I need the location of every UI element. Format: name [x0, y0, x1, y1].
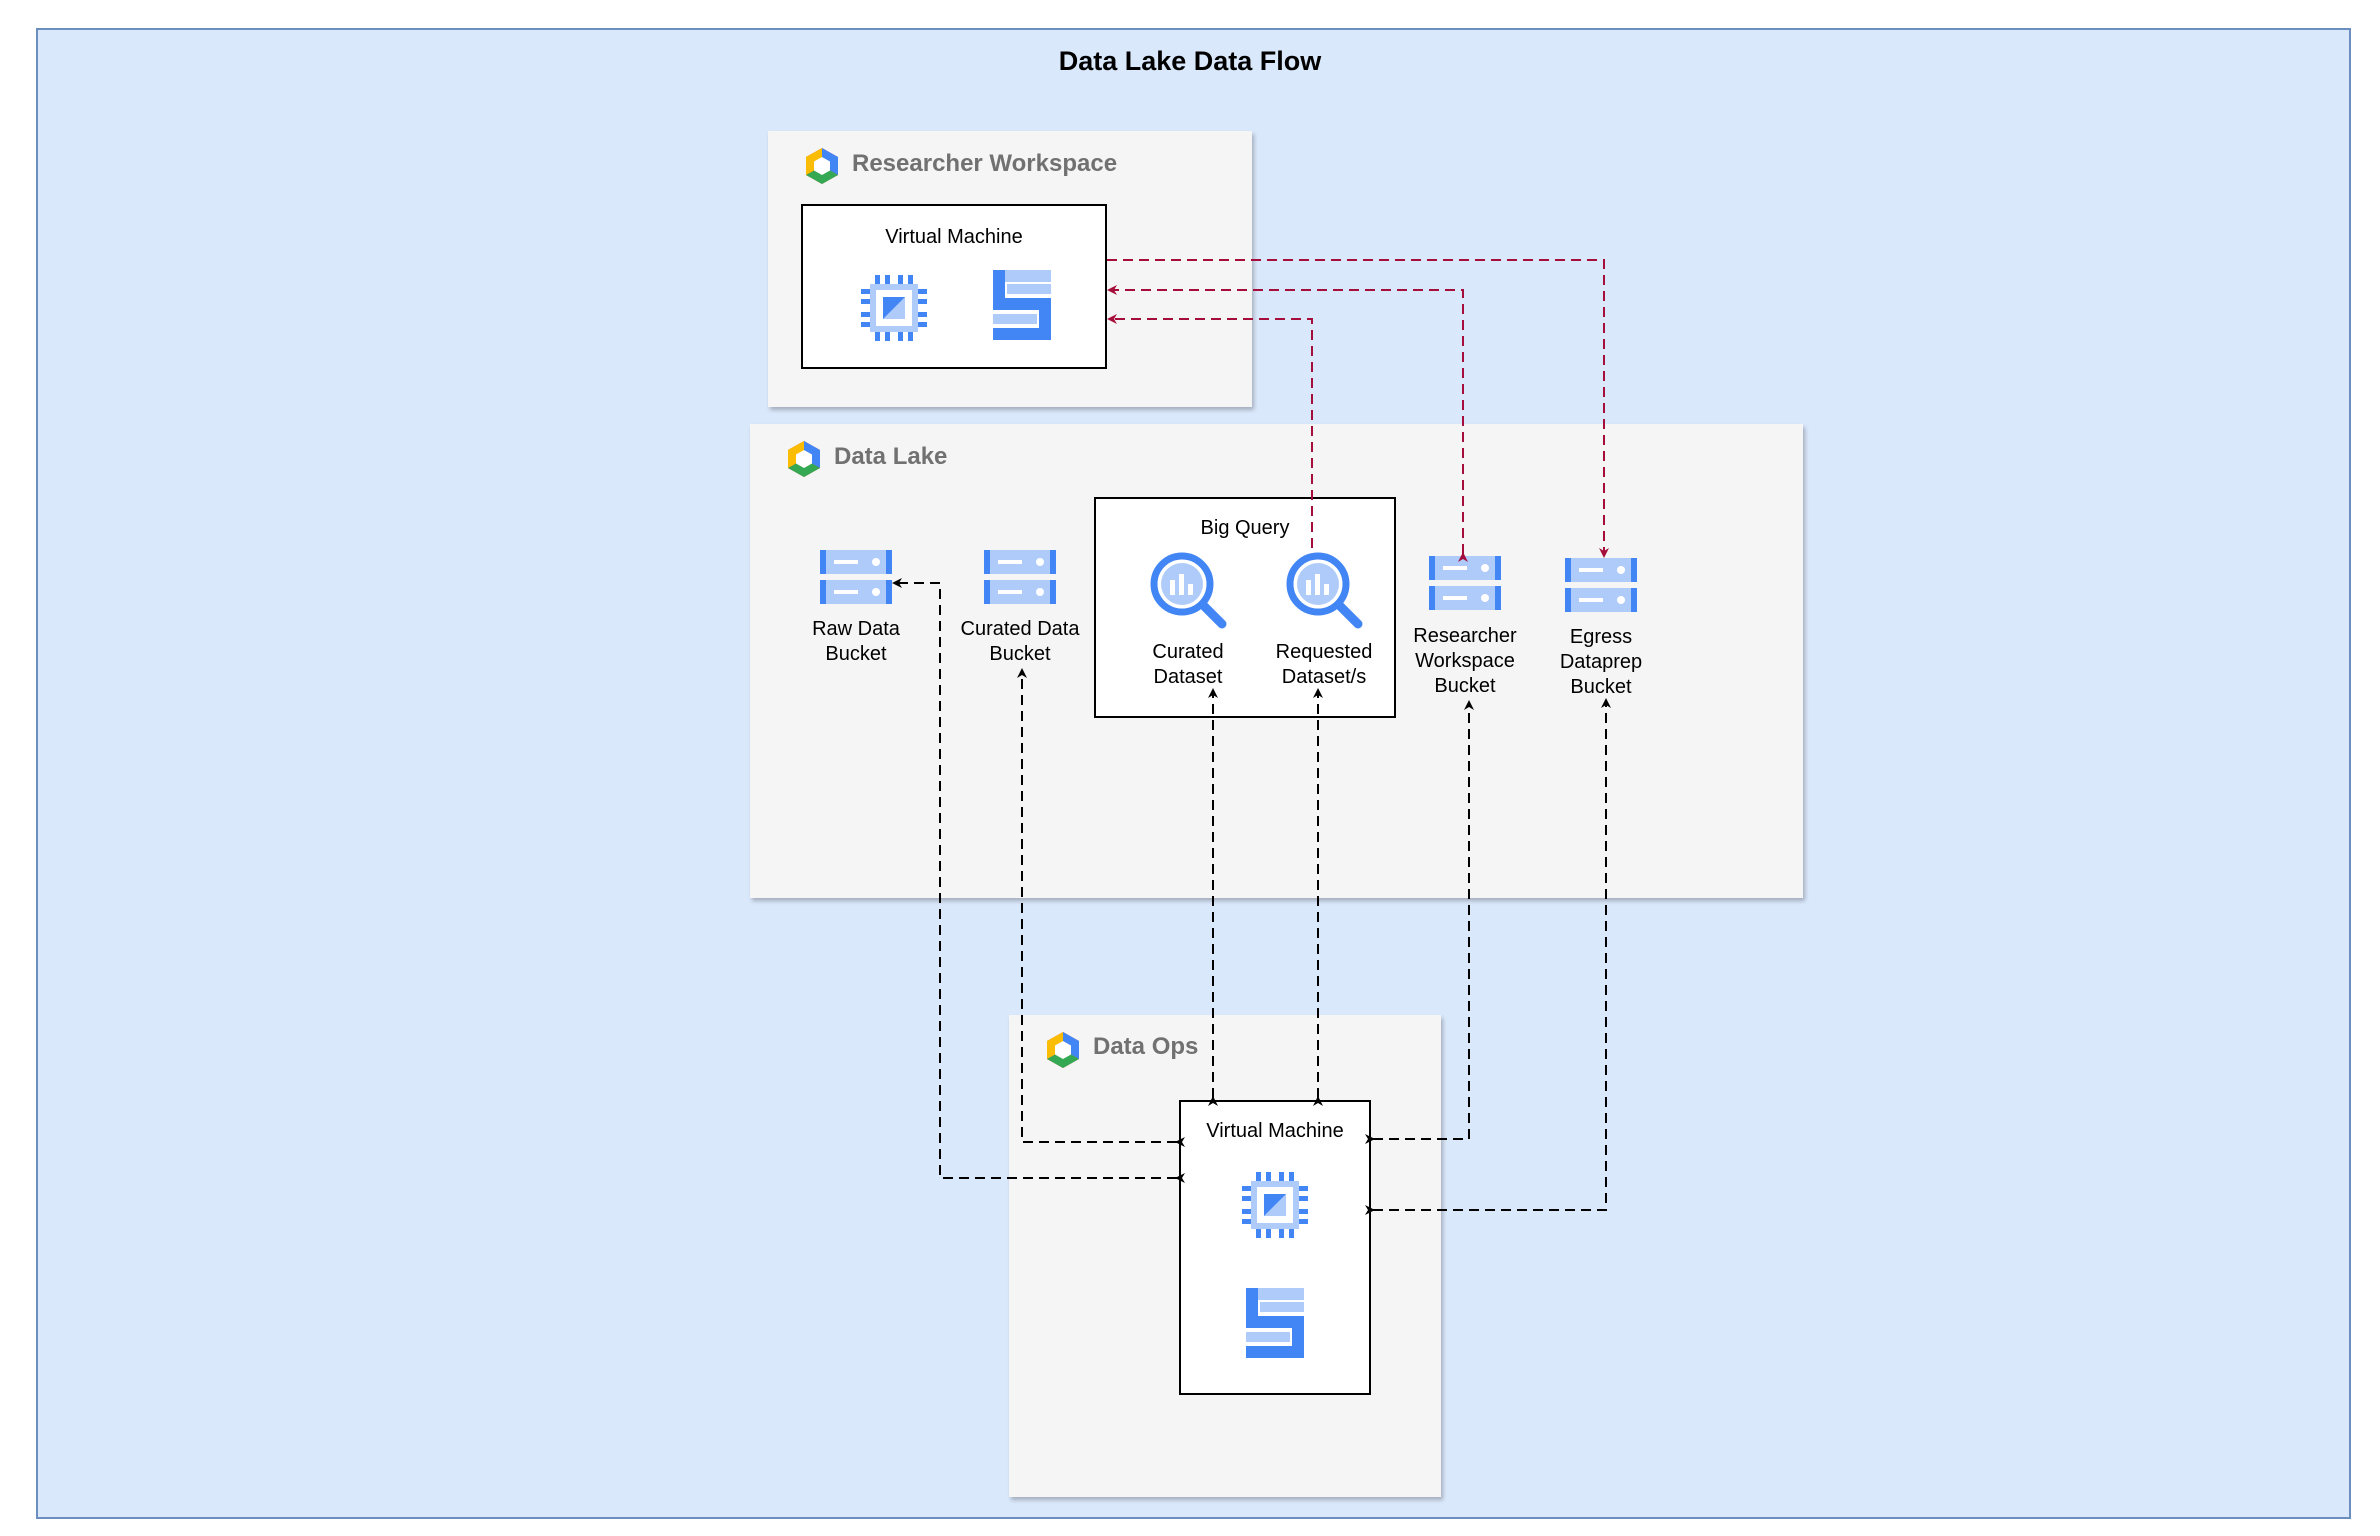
storage-bucket-icon[interactable] [820, 550, 892, 606]
bigquery-icon[interactable] [1148, 550, 1228, 630]
requested-dataset-label: Requested Dataset/s [1275, 641, 1373, 688]
researcher-workspace-bucket-label: Researcher Workspace Bucket [1413, 625, 1517, 697]
compute-engine-icon [861, 275, 927, 341]
dataprep-icon [1246, 1288, 1304, 1358]
google-cloud-icon [806, 148, 838, 184]
compute-engine-icon [1242, 1172, 1308, 1238]
data-ops-title: Data Ops [1093, 1033, 1199, 1060]
curated-data-bucket-label: Curated Data Bucket [960, 618, 1080, 665]
dataprep-icon [993, 270, 1051, 340]
diagram-title: Data Lake Data Flow [1058, 46, 1322, 76]
big-query-label: Big Query [1200, 517, 1290, 539]
dataops-vm-label: Virtual Machine [1206, 1120, 1344, 1142]
researcher-vm-box[interactable]: Virtual Machine [801, 204, 1107, 369]
storage-bucket-icon[interactable] [1429, 556, 1501, 612]
egress-dataprep-bucket-label: Egress Dataprep Bucket [1559, 626, 1643, 698]
data-lake-title: Data Lake [834, 443, 948, 470]
researcher-vm-label: Virtual Machine [885, 226, 1023, 248]
dataops-vm-box[interactable]: Virtual Machine [1179, 1100, 1371, 1395]
researcher-workspace-title: Researcher Workspace [852, 150, 1118, 177]
storage-bucket-icon[interactable] [984, 550, 1056, 606]
storage-bucket-icon[interactable] [1565, 558, 1637, 614]
google-cloud-icon [788, 441, 820, 477]
raw-data-bucket-label: Raw Data Bucket [812, 618, 900, 665]
bigquery-icon[interactable] [1284, 550, 1364, 630]
google-cloud-icon [1047, 1032, 1079, 1068]
